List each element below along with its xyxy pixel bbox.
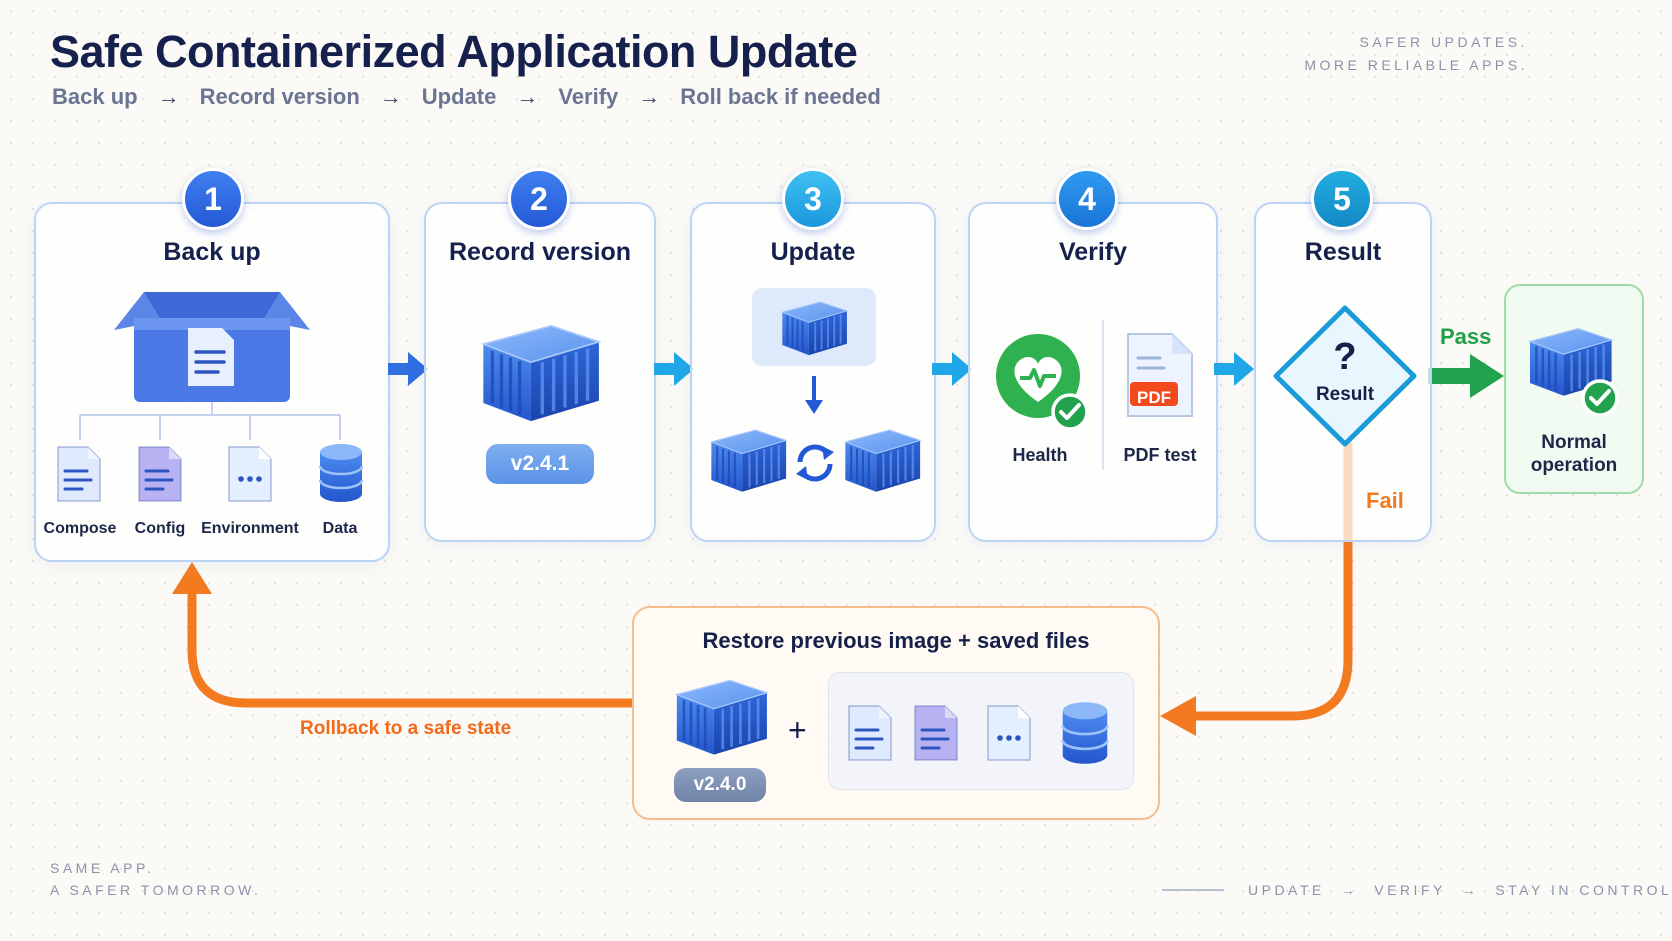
flow-arrow: → bbox=[516, 84, 539, 109]
data-database-icon bbox=[316, 440, 366, 506]
step-title-update: Update bbox=[770, 238, 856, 266]
fail-arrowhead bbox=[1160, 696, 1196, 736]
pass-label: Pass bbox=[1440, 324, 1492, 349]
database-icon bbox=[1058, 698, 1112, 768]
footer-stay-in-control: STAY IN CONTROL bbox=[1495, 882, 1672, 898]
fail-path bbox=[1187, 440, 1353, 721]
normal-operation-line2: operation bbox=[1530, 455, 1618, 476]
verify-health-label: Health bbox=[1012, 445, 1068, 465]
step-number-4: 4 bbox=[1056, 168, 1118, 230]
check-badge-icon bbox=[1050, 392, 1090, 432]
flow-arrow: → bbox=[638, 84, 661, 109]
flow-step-record: Record version bbox=[199, 84, 360, 109]
step-title-record: Record version bbox=[448, 238, 631, 266]
arrow-right-icon bbox=[388, 352, 428, 386]
footer-left-line1: SAME APP. bbox=[50, 860, 155, 876]
step-title-backup: Back up bbox=[163, 238, 261, 266]
container-icon bbox=[776, 294, 852, 358]
rollback-arrowhead bbox=[172, 562, 212, 594]
flow-step-update: Update bbox=[421, 84, 497, 109]
result-diamond-label: Result bbox=[1315, 384, 1375, 405]
pdf-badge: PDF bbox=[1137, 388, 1171, 407]
version-badge-current: v2.4.1 bbox=[486, 444, 594, 484]
compose-file-icon bbox=[54, 443, 104, 505]
container-icon bbox=[472, 312, 608, 426]
pass-arrow bbox=[1428, 354, 1504, 398]
backup-item-data: Data bbox=[322, 520, 358, 537]
arrow-down-icon bbox=[805, 376, 823, 414]
question-diamond-icon bbox=[1273, 305, 1417, 447]
backup-item-compose: Compose bbox=[43, 520, 117, 537]
backup-item-config: Config bbox=[134, 520, 186, 537]
environment-file-icon bbox=[225, 443, 275, 505]
flow-step-backup: Back up bbox=[52, 84, 138, 109]
backup-item-environment: Environment bbox=[201, 520, 299, 537]
version-badge-previous: v2.4.0 bbox=[674, 768, 766, 802]
flow-step-rollback: Roll back if needed bbox=[680, 84, 881, 109]
footer-arrow: → bbox=[1461, 882, 1480, 898]
step-number-3: 3 bbox=[782, 168, 844, 230]
box-icon bbox=[114, 292, 310, 402]
fail-label: Fail bbox=[1366, 488, 1404, 513]
config-file-icon bbox=[135, 443, 185, 505]
divider bbox=[1102, 320, 1104, 470]
tagline-line1: SAFER UPDATES. bbox=[1359, 34, 1528, 50]
pdf-icon bbox=[1127, 333, 1193, 417]
flow-step-verify: Verify bbox=[558, 84, 619, 109]
config-file-icon bbox=[911, 702, 961, 764]
normal-operation-line1: Normal bbox=[1541, 432, 1607, 453]
flow-arrow: → bbox=[157, 84, 180, 109]
footer-rule bbox=[1162, 889, 1224, 891]
step-number-2: 2 bbox=[508, 168, 570, 230]
verify-pdf-label: PDF test bbox=[1123, 445, 1197, 465]
step-number-1: 1 bbox=[182, 168, 244, 230]
sync-icon bbox=[796, 444, 834, 482]
flow-summary: Back up → Record version → Update → Veri… bbox=[52, 84, 881, 110]
footer-verify: VERIFY bbox=[1374, 882, 1446, 898]
check-badge-icon bbox=[1580, 378, 1620, 418]
restore-title: Restore previous image + saved files bbox=[702, 628, 1090, 653]
compose-file-icon bbox=[845, 702, 895, 764]
step-title-result: Result bbox=[1304, 238, 1382, 266]
environment-file-icon bbox=[984, 702, 1034, 764]
footer-right: UPDATE → VERIFY → STAY IN CONTROL bbox=[1248, 882, 1672, 898]
container-icon bbox=[668, 668, 774, 760]
container-icon bbox=[704, 420, 792, 496]
tagline-line2: MORE RELIABLE APPS. bbox=[1304, 57, 1528, 73]
plus-sign: + bbox=[788, 712, 807, 748]
arrow-right-icon bbox=[1214, 352, 1254, 386]
page-title: Safe Containerized Application Update bbox=[50, 26, 858, 77]
arrow-right-icon bbox=[654, 352, 694, 386]
flow-arrow: → bbox=[379, 84, 402, 109]
container-icon bbox=[838, 420, 926, 496]
step-number-5: 5 bbox=[1311, 168, 1373, 230]
rollback-path bbox=[187, 590, 632, 708]
step-title-verify: Verify bbox=[1058, 238, 1128, 266]
result-question-mark: ? bbox=[1333, 336, 1357, 378]
arrow-right-icon bbox=[932, 352, 972, 386]
footer-update: UPDATE bbox=[1248, 882, 1325, 898]
footer-left-line2: A SAFER TOMORROW. bbox=[50, 882, 262, 898]
footer-arrow: → bbox=[1340, 882, 1359, 898]
rollback-label: Rollback to a safe state bbox=[300, 718, 512, 739]
